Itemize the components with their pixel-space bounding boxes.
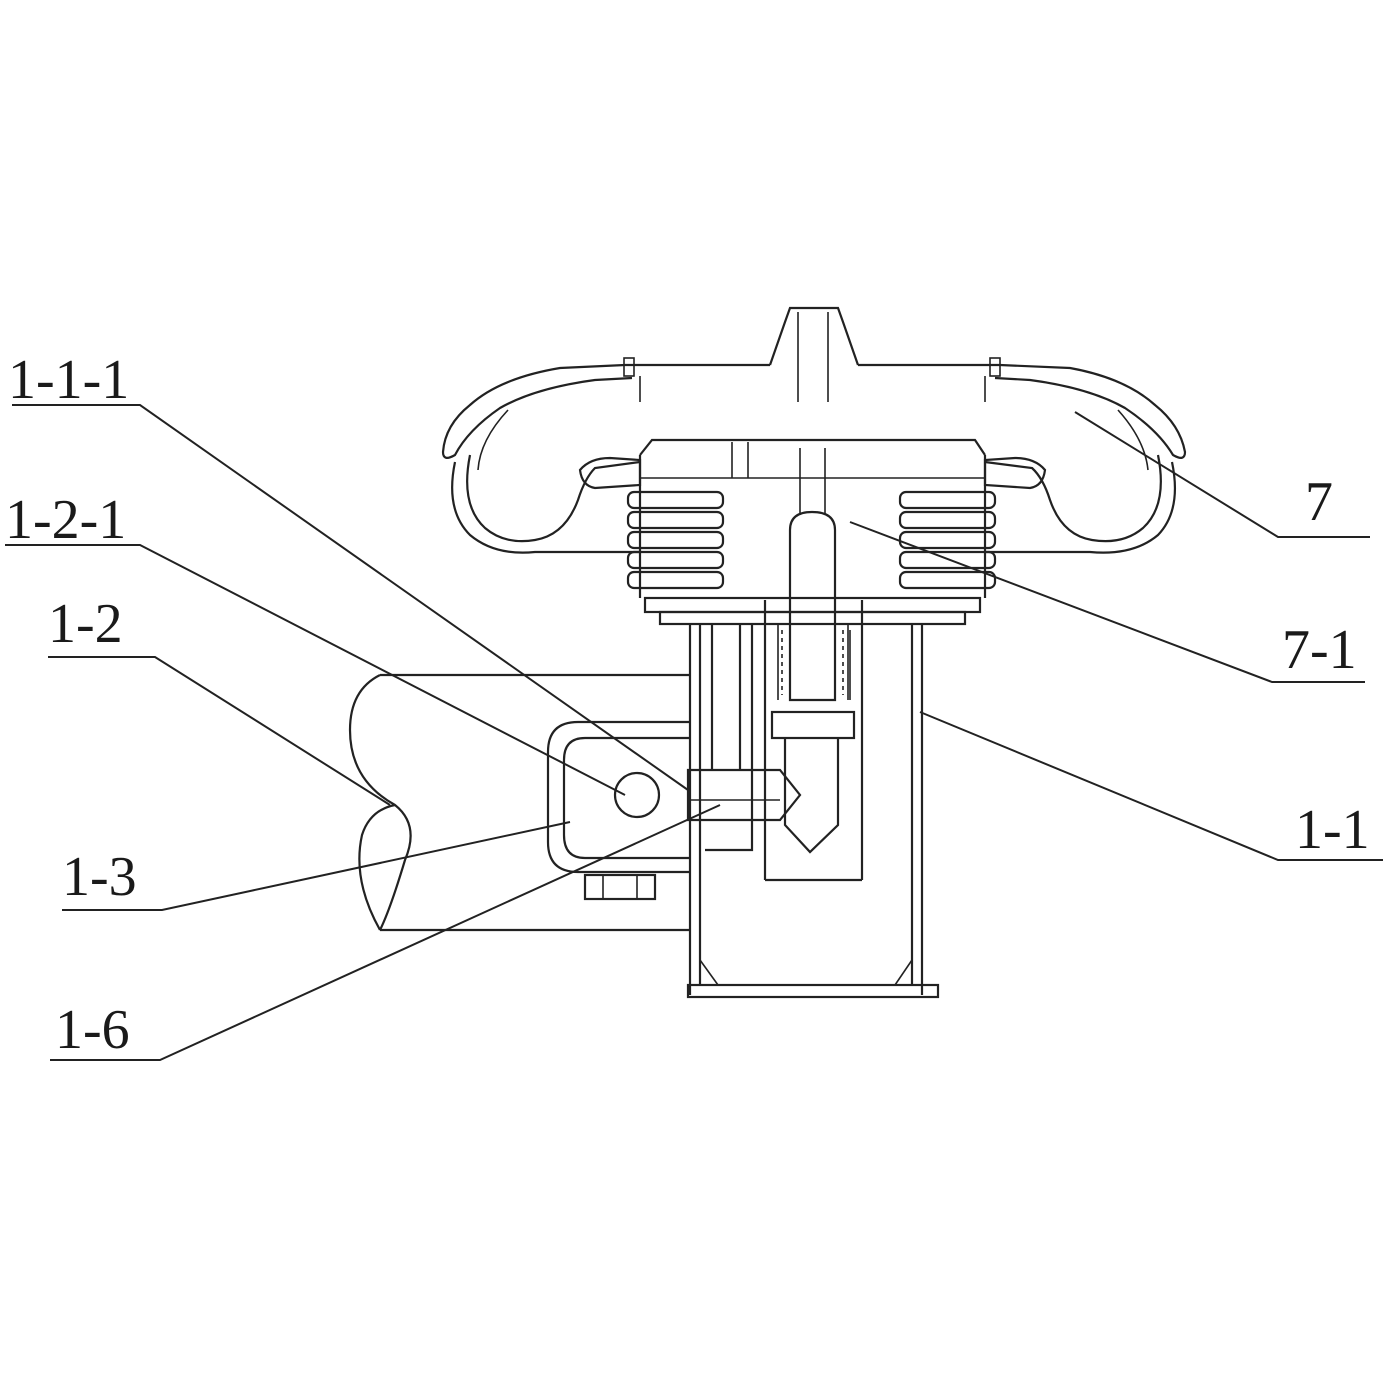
pin-1-2-1 — [613, 771, 661, 819]
label-1-3: 1-3 — [62, 846, 137, 908]
part-1-2-crossbar — [348, 673, 690, 932]
spring-right — [898, 490, 997, 590]
part-7-1-housing — [626, 438, 997, 702]
spring-left — [626, 490, 725, 590]
label-1-6: 1-6 — [55, 999, 130, 1061]
part-1-6-bolt — [686, 768, 802, 822]
part-1-3-bracket — [546, 720, 690, 901]
label-1-2-1: 1-2-1 — [5, 489, 126, 551]
part-7-cap — [441, 306, 1187, 554]
part-1-1-tube — [686, 600, 940, 999]
label-1-1-1: 1-1-1 — [8, 349, 129, 411]
label-1-1: 1-1 — [1295, 799, 1370, 861]
label-1-2: 1-2 — [48, 593, 123, 655]
label-7: 7 — [1305, 471, 1333, 533]
label-7-1: 7-1 — [1282, 619, 1357, 681]
leader-lines — [5, 404, 1383, 1061]
